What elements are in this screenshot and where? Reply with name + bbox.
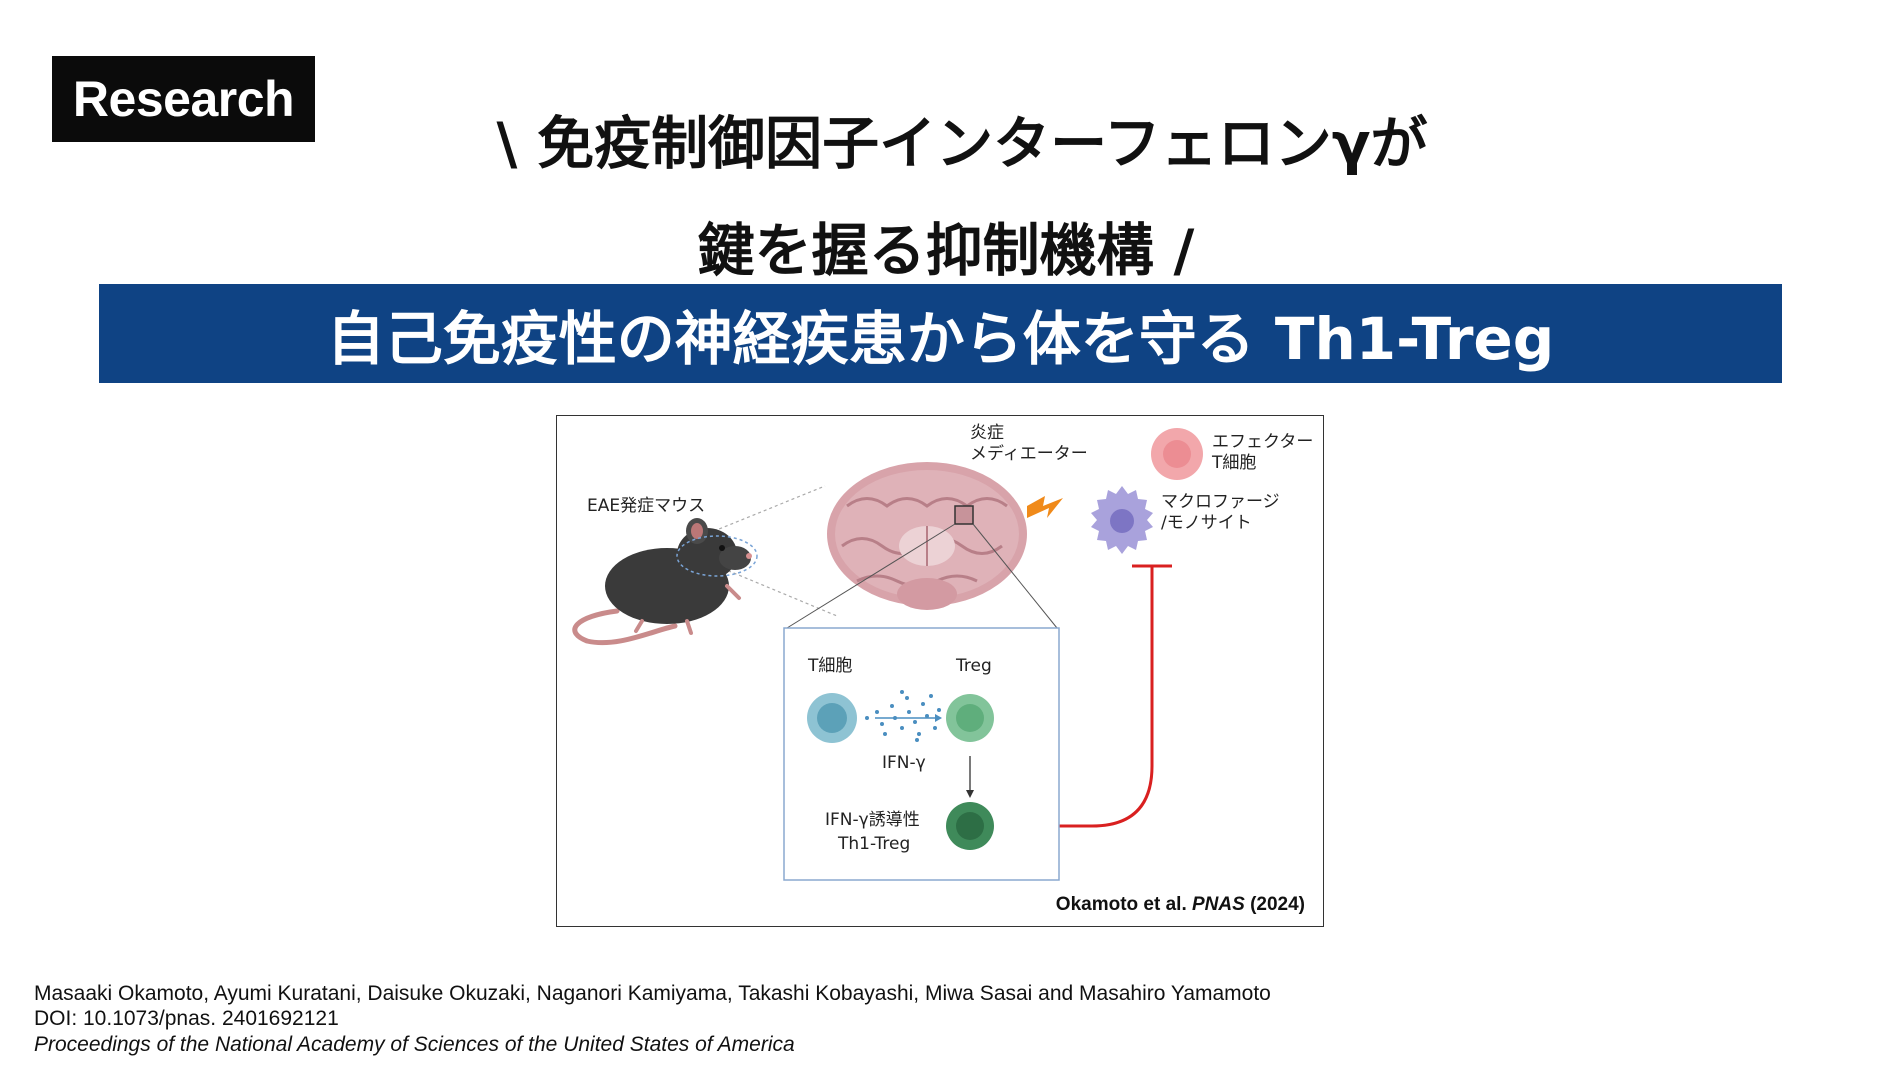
effector-label-line-1: エフェクター xyxy=(1212,432,1314,452)
projection-line-top xyxy=(696,485,826,539)
footer-authors: Masaaki Okamoto, Ayumi Kuratani, Daisuke… xyxy=(34,982,1271,1005)
footer-journal: Proceedings of the National Academy of S… xyxy=(34,1033,795,1056)
citation-year: (2024) xyxy=(1244,894,1305,915)
th1-treg-cell-icon xyxy=(946,802,994,850)
figure-citation: Okamoto et al. PNAS (2024) xyxy=(1056,894,1305,916)
graphical-abstract-figure: EAE発症マウス 炎症 メディエーター エフェクター T細胞 マクロファージ /… xyxy=(556,415,1324,927)
ifn-gamma-particles-icon xyxy=(865,690,941,742)
macrophage-label-line-1: マクロファージ xyxy=(1161,492,1280,512)
projection-line-bottom xyxy=(716,565,838,617)
citation-journal: PNAS xyxy=(1192,894,1245,915)
macrophage-label-line-2: /モノサイト xyxy=(1161,513,1252,533)
mouse-label: EAE発症マウス xyxy=(587,496,706,516)
th1-treg-label-line-1: IFN-γ誘導性 xyxy=(825,810,920,830)
t-cell-label: T細胞 xyxy=(808,656,853,676)
brain-region-box xyxy=(954,505,974,525)
title-banner: 自己免疫性の神経疾患から体を守る Th1-Treg xyxy=(99,284,1782,383)
inset-box xyxy=(783,627,1060,881)
footer-doi: DOI: 10.1073/pnas. 2401692121 xyxy=(34,1007,339,1030)
effector-label-line-2: T細胞 xyxy=(1212,453,1257,473)
citation-authors: Okamoto et al. xyxy=(1055,894,1192,915)
lightning-icon xyxy=(1027,496,1063,518)
treg-cell-icon xyxy=(946,694,994,742)
th1-treg-label-line-2: Th1-Treg xyxy=(838,834,911,854)
mediator-label-line-1: 炎症 xyxy=(970,423,1004,443)
research-badge: Research xyxy=(52,56,315,142)
mouse-icon xyxy=(572,518,758,646)
figure-illustration xyxy=(572,428,1203,881)
headline-line-1: \ 免疫制御因子インターフェロンγが xyxy=(496,111,1428,177)
effector-t-cell-icon xyxy=(1151,428,1203,480)
mediator-label-line-2: メディエーター xyxy=(970,444,1088,464)
t-cell-icon xyxy=(807,693,857,743)
inhibition-line xyxy=(997,566,1154,828)
ifn-gamma-label: IFN-γ xyxy=(882,753,926,773)
headline-line-2: 鍵を握る抑制機構 / xyxy=(697,218,1195,284)
treg-label: Treg xyxy=(956,656,992,676)
brain-icon xyxy=(827,462,1027,610)
macrophage-icon xyxy=(1091,486,1153,554)
